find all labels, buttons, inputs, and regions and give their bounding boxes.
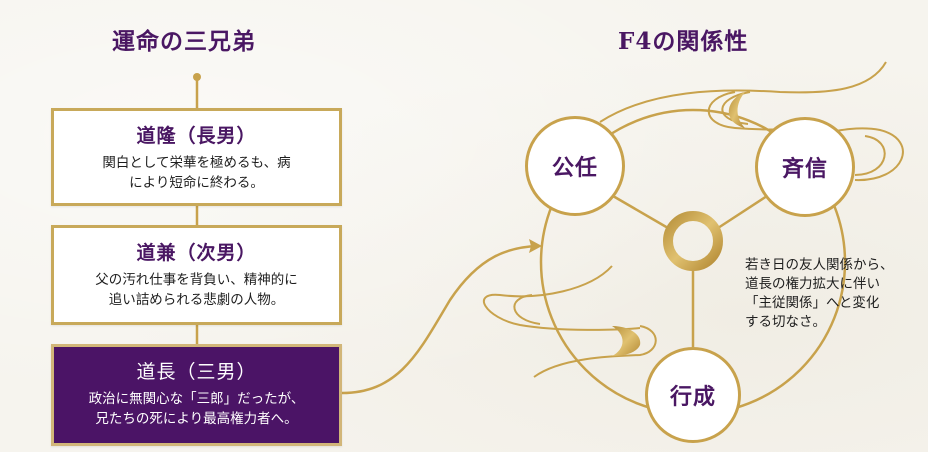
three-brothers-title: 運命の三兄弟	[112, 28, 256, 55]
brother-card-michitaka: 道隆（長男） 関白として栄華を極めるも、病 により短命に終わる。	[51, 108, 342, 206]
f4-spokes	[612, 194, 768, 347]
brother-name: 道兼（次男）	[136, 242, 257, 264]
swirl-bottom	[483, 265, 657, 378]
node-tadanobu: 斉信	[755, 117, 855, 217]
influence-arrow	[341, 239, 542, 395]
node-kinto: 公任	[525, 116, 625, 216]
brother-card-michinaga: 道長（三男） 政治に無関心な「三郎」だったが、 兄たちの死により最高権力者へ。	[51, 344, 342, 446]
relationship-note: 若き日の友人関係から、 道長の権力拡大に伴い 「主従関係」へと変化 する切なさ。	[745, 257, 894, 330]
node-yukinari: 行成	[645, 347, 741, 443]
gold-crescent-bottom	[612, 326, 641, 356]
brother-name: 道隆（長男）	[136, 125, 257, 147]
gold-crescent-top	[728, 92, 745, 128]
brother-description: 関白として栄華を極めるも、病 により短命に終わる。	[102, 155, 291, 191]
brother-card-michikane: 道兼（次男） 父の汚れ仕事を背負い、精神的に 追い詰められる悲劇の人物。	[51, 225, 342, 325]
brother-name: 道長（三男）	[136, 361, 257, 383]
brother-description: 父の汚れ仕事を背負い、精神的に 追い詰められる悲劇の人物。	[95, 272, 298, 308]
timeline-connector	[193, 73, 201, 344]
f4-relationship-title: F4の関係性	[618, 28, 749, 55]
brother-description: 政治に無関心な「三郎」だったが、 兄たちの死により最高権力者へ。	[88, 391, 305, 427]
center-ring	[663, 211, 723, 271]
